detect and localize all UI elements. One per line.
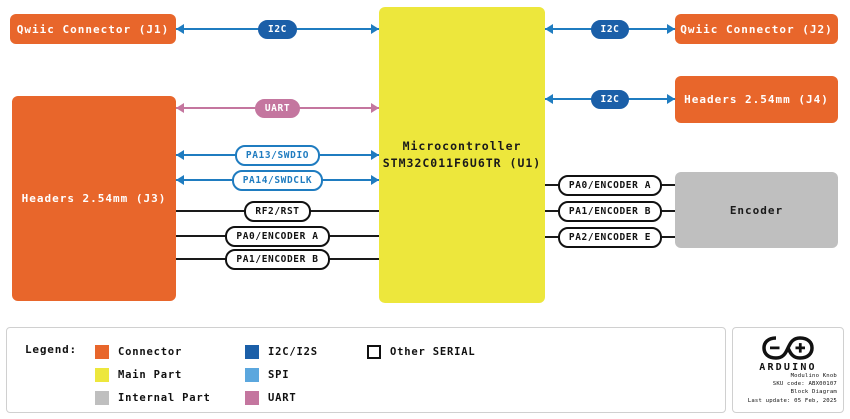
connection-label: PA14/SWDCLK (231, 169, 324, 191)
connection-mcu-encoder-a: PA0/ENCODER A (545, 174, 675, 196)
connection-j3-mcu-reset: RF2/RST (176, 200, 379, 222)
connection-j3-mcu-encoder-b: PA1/ENCODER B (176, 248, 379, 270)
legend-label: Main Part (118, 368, 183, 381)
connection-label: PA0/ENCODER A (225, 225, 330, 247)
arrow-left-icon (176, 103, 184, 113)
arrow-right-icon (371, 150, 379, 160)
connection-mcu-encoder-b: PA1/ENCODER B (545, 200, 675, 222)
legend-label: UART (268, 391, 297, 404)
legend-swatch-internal-part (95, 390, 109, 405)
connection-label: I2C (590, 89, 630, 109)
legend-item-main-part: Main Part (95, 363, 211, 386)
connection-line (176, 107, 379, 109)
legend-column-other: Other SERIAL (367, 340, 475, 363)
connection-label: PA1/ENCODER B (225, 248, 330, 270)
connection-j3-mcu-uart: UART (176, 98, 379, 118)
legend-item-internal-part: Internal Part (95, 386, 211, 409)
document-info-panel: ARDUINO Modulino Knob SKU code: ABX00107… (732, 327, 844, 413)
info-product-name: Modulino Knob (790, 373, 837, 379)
info-text-block: Modulino Knob SKU code: ABX00107 Block D… (737, 372, 837, 405)
connection-mcu-encoder-e: PA2/ENCODER E (545, 226, 675, 248)
legend-item-connector: Connector (95, 340, 211, 363)
legend-panel: Legend: Connector Main Part Internal Par… (6, 327, 726, 413)
block-label: Headers 2.54mm (J3) (21, 192, 167, 205)
connection-mcu-j4-i2c: I2C (545, 89, 675, 109)
connection-label: RF2/RST (244, 200, 311, 222)
legend-column-buses: I2C/I2S SPI UART (245, 340, 318, 409)
legend-label: Internal Part (118, 391, 211, 404)
legend-swatch-uart (245, 390, 259, 405)
arduino-wordmark: ARDUINO (759, 362, 817, 373)
connection-line (545, 236, 675, 238)
arrow-right-icon (371, 103, 379, 113)
block-qwiic-connector-j1[interactable]: Qwiic Connector (J1) (10, 14, 176, 44)
info-last-update: Last update: 05 Feb, 2025 (747, 397, 837, 404)
arrow-left-icon (176, 24, 184, 34)
block-encoder[interactable]: Encoder (675, 172, 838, 248)
mcu-part-number: STM32C011F6U6TR (U1) (382, 156, 542, 170)
legend-label: SPI (268, 368, 290, 381)
connection-label: UART (254, 98, 301, 118)
connection-label: PA13/SWDIO (234, 144, 321, 166)
legend-label: I2C/I2S (268, 345, 318, 358)
arrow-right-icon (371, 175, 379, 185)
legend-label: Connector (118, 345, 183, 358)
mcu-title: Microcontroller (402, 139, 522, 154)
connection-label: PA0/ENCODER A (557, 174, 663, 196)
legend-swatch-i2c (245, 344, 259, 359)
block-qwiic-connector-j2[interactable]: Qwiic Connector (J2) (675, 14, 838, 44)
connection-mcu-j2-i2c: I2C (545, 19, 675, 39)
arrow-left-icon (176, 150, 184, 160)
arrow-right-icon (667, 94, 675, 104)
arrow-left-icon (545, 24, 553, 34)
legend-item-i2c: I2C/I2S (245, 340, 318, 363)
connection-j3-mcu-encoder-a: PA0/ENCODER A (176, 225, 379, 247)
connection-label: PA2/ENCODER E (557, 226, 663, 248)
connection-j3-mcu-swdclk: PA14/SWDCLK (176, 169, 379, 191)
arduino-logo: ARDUINO (733, 335, 843, 373)
arrow-left-icon (545, 94, 553, 104)
connection-line (545, 210, 675, 212)
legend-item-uart: UART (245, 386, 318, 409)
legend-swatch-other-serial (367, 344, 381, 359)
arrow-left-icon (176, 175, 184, 185)
block-label: Headers 2.54mm (J4) (684, 93, 829, 106)
connection-label: PA1/ENCODER B (557, 200, 663, 222)
connection-line (176, 258, 379, 260)
legend-title: Legend: (25, 343, 77, 356)
legend-label: Other SERIAL (390, 345, 476, 358)
connection-j1-mcu-i2c: I2C (176, 19, 379, 39)
block-label: Microcontroller STM32C011F6U6TR (U1) (383, 138, 541, 171)
connection-line (176, 154, 379, 156)
connection-line (176, 179, 379, 181)
connection-line (545, 28, 675, 30)
legend-item-spi: SPI (245, 363, 318, 386)
connection-line (176, 235, 379, 237)
arduino-infinity-icon (762, 336, 814, 360)
block-label: Encoder (729, 203, 784, 217)
block-label: Qwiic Connector (J2) (680, 22, 833, 36)
legend-swatch-main-part (95, 367, 109, 382)
connection-label: I2C (258, 19, 297, 39)
block-headers-j4[interactable]: Headers 2.54mm (J4) (675, 76, 838, 123)
arrow-right-icon (371, 24, 379, 34)
info-doc-type: Block Diagram (790, 389, 837, 396)
legend-column-parts: Connector Main Part Internal Part (95, 340, 211, 409)
block-headers-j3[interactable]: Headers 2.54mm (J3) (12, 96, 176, 301)
connection-label: I2C (590, 19, 630, 39)
connection-line (176, 210, 379, 212)
legend-swatch-spi (245, 367, 259, 382)
block-label: Qwiic Connector (J1) (16, 22, 170, 36)
connection-j3-mcu-swdio: PA13/SWDIO (176, 144, 379, 166)
connection-line (176, 28, 379, 30)
connection-line (545, 184, 675, 186)
connection-line (545, 98, 675, 100)
legend-item-other-serial: Other SERIAL (367, 340, 475, 363)
info-sku-code: SKU code: ABX00107 (772, 381, 837, 388)
legend-swatch-connector (95, 344, 109, 359)
arrow-right-icon (667, 24, 675, 34)
block-microcontroller[interactable]: Microcontroller STM32C011F6U6TR (U1) (379, 7, 545, 303)
